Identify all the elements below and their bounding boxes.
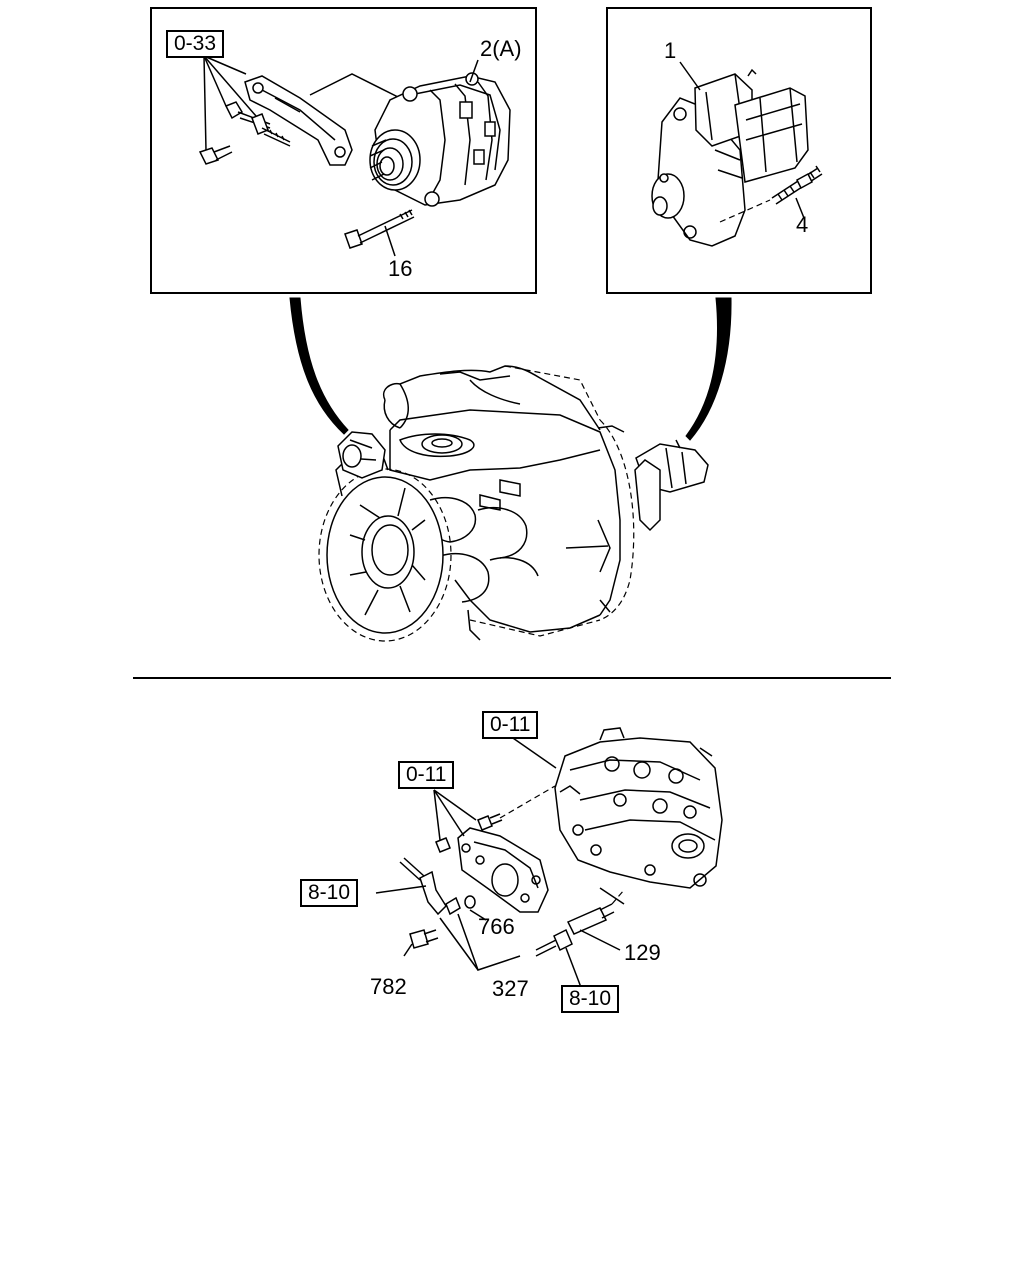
part-label-327: 327 xyxy=(492,976,529,1001)
stud-bolt-drawing xyxy=(771,165,823,205)
part-label-782: 782 xyxy=(370,974,407,999)
bracket-bolts-drawing xyxy=(198,101,291,165)
part-label-129: 129 xyxy=(624,940,661,965)
part-label-bolt-16: 16 xyxy=(388,256,413,281)
adjusting-bracket-drawing xyxy=(244,75,353,166)
ref-box-0-11-upper: 0-11 xyxy=(482,711,539,739)
temperature-sender-left-drawing xyxy=(399,857,461,949)
part-label-starter-1: 1 xyxy=(664,38,677,63)
engine-block-drawing xyxy=(318,365,709,642)
section-divider xyxy=(133,677,891,679)
ref-box-8-10-right: 8-10 xyxy=(561,985,620,1013)
housing-cover-drawing xyxy=(457,827,549,913)
callout-pointer-starter xyxy=(685,297,732,441)
alternator-drawing xyxy=(369,72,511,207)
ref-box-0-11-lower: 0-11 xyxy=(398,761,455,789)
part-label-766: 766 xyxy=(478,914,515,939)
ref-box-8-10-left: 8-10 xyxy=(300,879,359,907)
starter-motor-drawing xyxy=(651,68,809,247)
cylinder-head-drawing xyxy=(554,727,723,889)
part-label-alternator: 2(A) xyxy=(480,36,522,61)
callout-pointer-alternator xyxy=(289,297,349,435)
part-label-stud-4: 4 xyxy=(796,212,809,237)
ref-box-0-33: 0-33 xyxy=(166,30,225,58)
temperature-sensor-129-drawing xyxy=(535,903,615,957)
small-bolts-drawing xyxy=(435,813,503,853)
